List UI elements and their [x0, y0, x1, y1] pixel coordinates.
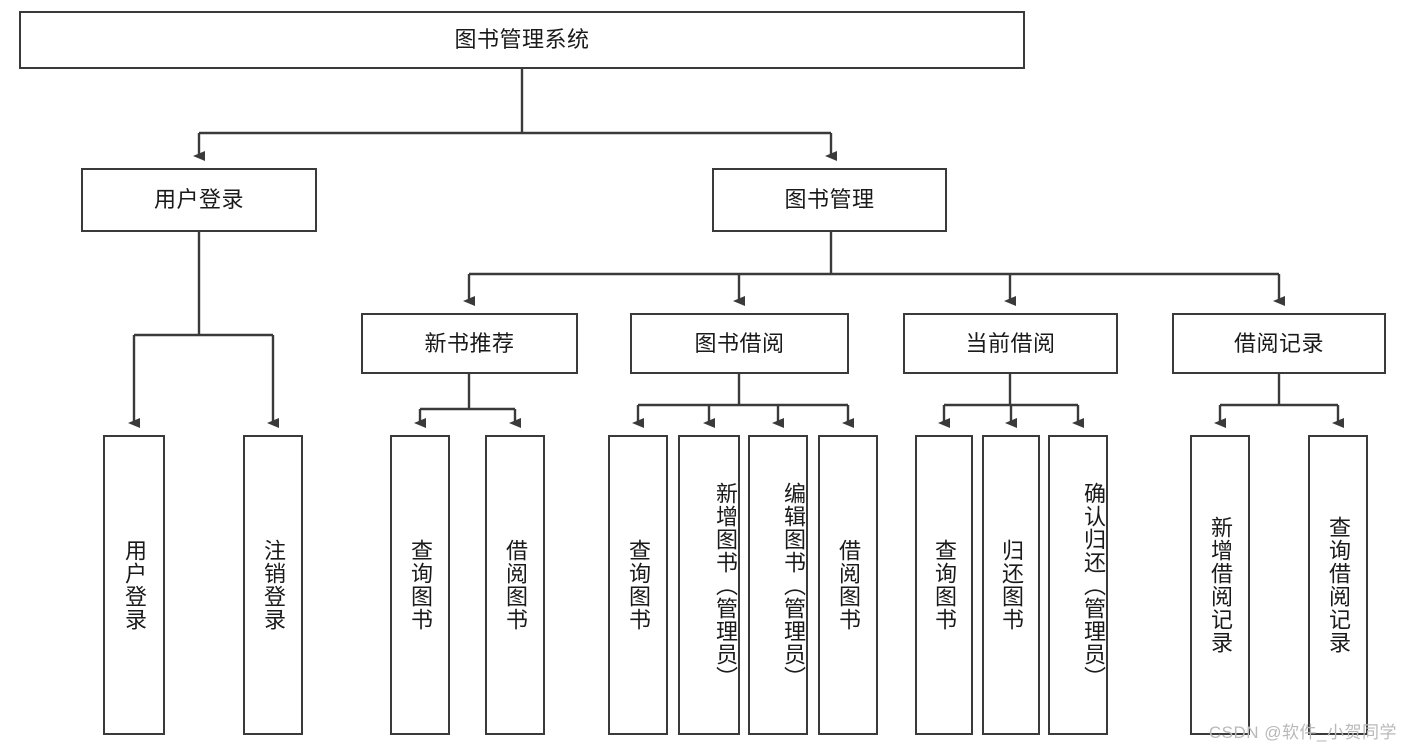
node-book-manage[interactable]: 图书管理 [712, 168, 947, 232]
node-label: 确认归还（管理员） [1081, 481, 1106, 689]
leaf-query-book-1[interactable]: 查询图书 [390, 435, 450, 735]
leaf-logout-login[interactable]: 注销登录 [243, 435, 303, 735]
node-label: 归还图书 [998, 539, 1024, 631]
node-label: 查询图书 [931, 539, 957, 631]
leaf-add-borrow-record[interactable]: 新增借阅记录 [1190, 435, 1250, 735]
leaf-query-borrow-record[interactable]: 查询借阅记录 [1308, 435, 1368, 735]
node-label: 新增借阅记录 [1207, 516, 1233, 654]
node-current-borrow[interactable]: 当前借阅 [903, 313, 1118, 374]
node-label: 新增图书（管理员） [713, 481, 738, 689]
node-label: 查询图书 [407, 539, 433, 631]
leaf-query-book-2[interactable]: 查询图书 [608, 435, 668, 735]
leaf-query-book-3[interactable]: 查询图书 [915, 435, 973, 735]
node-label: 图书管理 [784, 187, 875, 213]
node-borrow-record[interactable]: 借阅记录 [1172, 313, 1386, 374]
node-user-login[interactable]: 用户登录 [81, 168, 317, 232]
node-new-book-recommend[interactable]: 新书推荐 [361, 313, 578, 374]
node-label: 借阅图书 [502, 539, 528, 631]
leaf-add-book[interactable]: 新增图书（管理员） [678, 435, 740, 735]
node-label: 注销登录 [260, 539, 286, 631]
leaf-return-book[interactable]: 归还图书 [982, 435, 1040, 735]
csdn-watermark: CSDN @软件_小贺同学 [1208, 723, 1397, 742]
leaf-borrow-book-2[interactable]: 借阅图书 [818, 435, 878, 735]
node-label: 图书借阅 [694, 330, 785, 356]
node-label: 查询图书 [625, 539, 651, 631]
leaf-confirm-return[interactable]: 确认归还（管理员） [1048, 435, 1108, 735]
node-book-borrow[interactable]: 图书借阅 [630, 313, 849, 374]
node-label: 新书推荐 [424, 330, 515, 356]
node-label: 编辑图书（管理员） [781, 481, 806, 689]
leaf-edit-book[interactable]: 编辑图书（管理员） [748, 435, 808, 735]
node-root[interactable]: 图书管理系统 [19, 11, 1025, 69]
leaf-user-login[interactable]: 用户登录 [103, 435, 165, 735]
node-label: 查询借阅记录 [1325, 516, 1351, 654]
node-label: 当前借阅 [965, 330, 1056, 356]
node-label: 图书管理系统 [454, 27, 590, 53]
node-label: 用户登录 [153, 187, 244, 213]
leaf-borrow-book-1[interactable]: 借阅图书 [485, 435, 545, 735]
node-label: 用户登录 [121, 539, 147, 631]
node-label: 借阅记录 [1233, 330, 1324, 356]
node-label: 借阅图书 [835, 539, 861, 631]
